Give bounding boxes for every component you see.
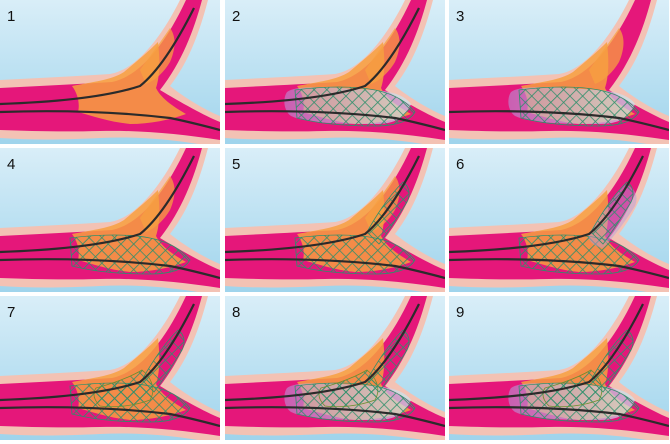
vessel-illustration [225,0,445,144]
step-panel-9: 9 [449,296,669,440]
vessel-illustration [0,296,220,440]
step-number: 9 [456,304,464,321]
step-number: 3 [456,8,464,25]
vessel-illustration [0,0,220,144]
step-panel-1: 1 [0,0,220,144]
step-number: 5 [232,156,240,173]
step-number: 1 [7,8,15,25]
step-panel-8: 8 [225,296,445,440]
vessel-illustration [225,148,445,292]
step-panel-6: 6 [449,148,669,292]
step-number: 7 [7,304,15,321]
step-number: 4 [7,156,15,173]
vessel-illustration [449,148,669,292]
vessel-illustration [225,296,445,440]
step-panel-5: 5 [225,148,445,292]
vessel-illustration [449,296,669,440]
step-number: 8 [232,304,240,321]
step-number: 6 [456,156,464,173]
step-panel-7: 7 [0,296,220,440]
step-panel-4: 4 [0,148,220,292]
vessel-illustration [0,148,220,292]
step-panel-3: 3 [449,0,669,144]
step-number: 2 [232,8,240,25]
step-panel-2: 2 [225,0,445,144]
vessel-illustration [449,0,669,144]
